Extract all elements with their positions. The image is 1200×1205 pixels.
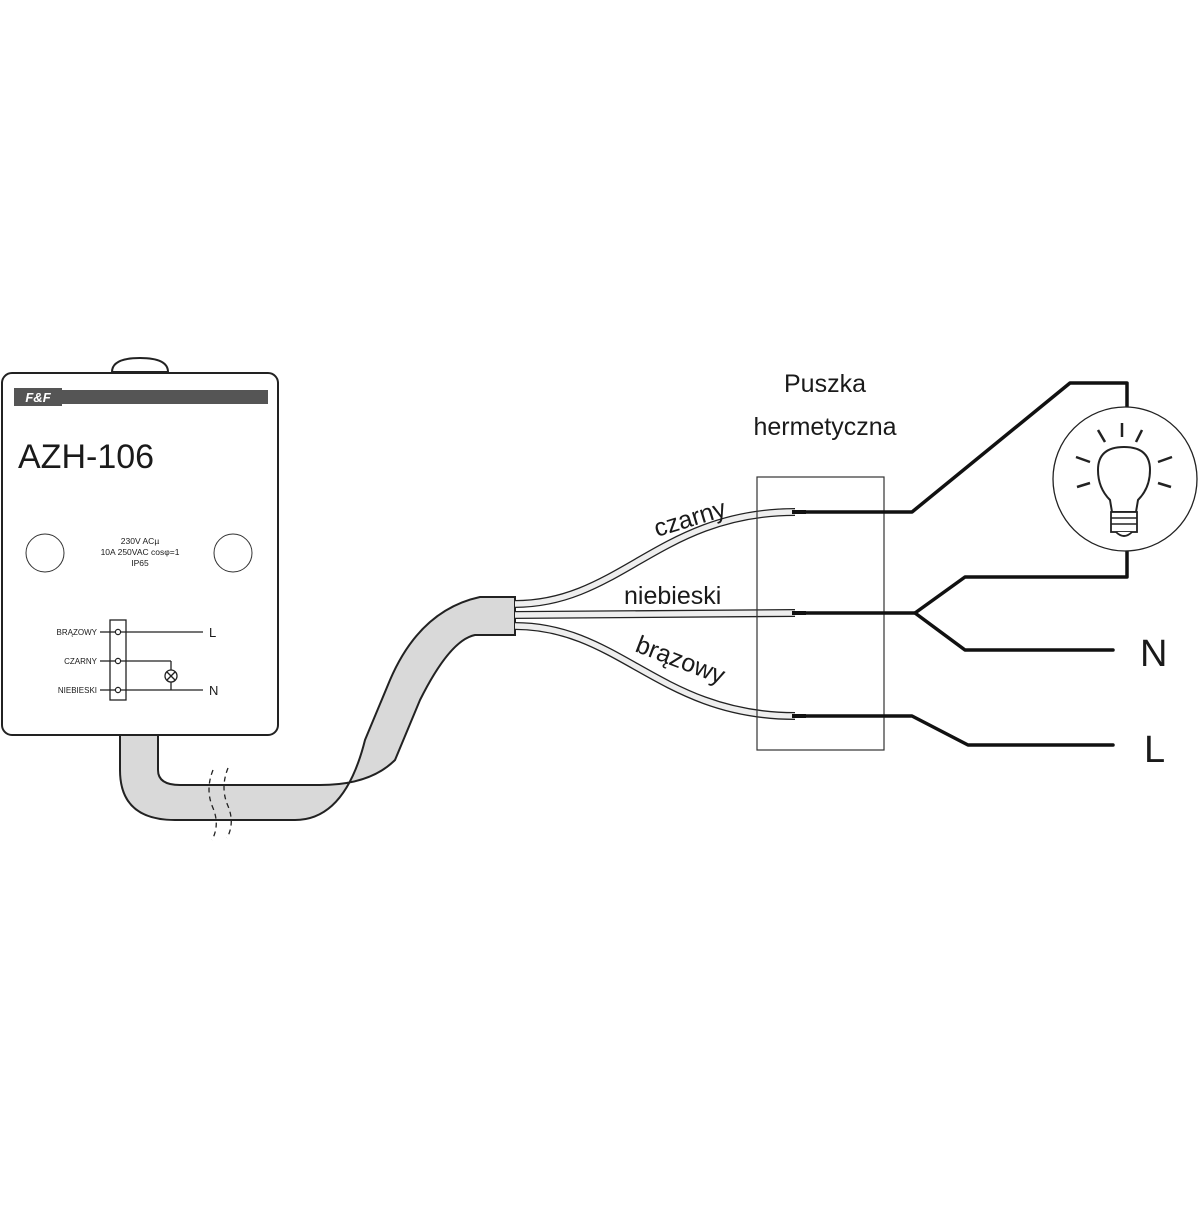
junction-box-label-2: hermetyczna	[753, 413, 896, 441]
junction-box-label-1: Puszka	[784, 370, 866, 398]
terminal-out-n: N	[209, 683, 218, 698]
mains-n-label: N	[1140, 633, 1167, 675]
terminal-schematic: BRĄZOWY CZARNY NIEBIESKI L N	[57, 619, 218, 701]
terminal-label-brown: BRĄZOWY	[57, 628, 98, 637]
spec-line-2: 10A 250VAC cosφ=1	[101, 547, 180, 557]
light-bulb-icon	[1052, 406, 1198, 552]
label-brazowy: brązowy	[632, 630, 729, 690]
device-model: AZH-106	[18, 438, 154, 476]
device-box: F&F AZH-106 230V ACµ 10A 250VAC cosφ=1 I…	[1, 356, 279, 736]
spec-line-3: IP65	[131, 558, 149, 568]
sheathed-cable	[119, 596, 516, 841]
brand-logo-text: F&F	[25, 390, 51, 405]
mounting-hole-right	[213, 533, 253, 573]
inner-conductors	[514, 508, 806, 720]
terminal-label-blue: NIEBIESKI	[58, 686, 97, 695]
terminal-label-black: CZARNY	[64, 657, 98, 666]
terminal-out-l: L	[209, 625, 216, 640]
mounting-hole-left	[25, 533, 65, 573]
brand-logo	[14, 388, 62, 406]
outgoing-wires	[804, 381, 1129, 747]
mains-l-label: L	[1144, 729, 1165, 771]
header-bar	[14, 390, 268, 404]
label-niebieski: niebieski	[624, 582, 721, 610]
spec-line-1: 230V ACµ	[121, 536, 160, 546]
